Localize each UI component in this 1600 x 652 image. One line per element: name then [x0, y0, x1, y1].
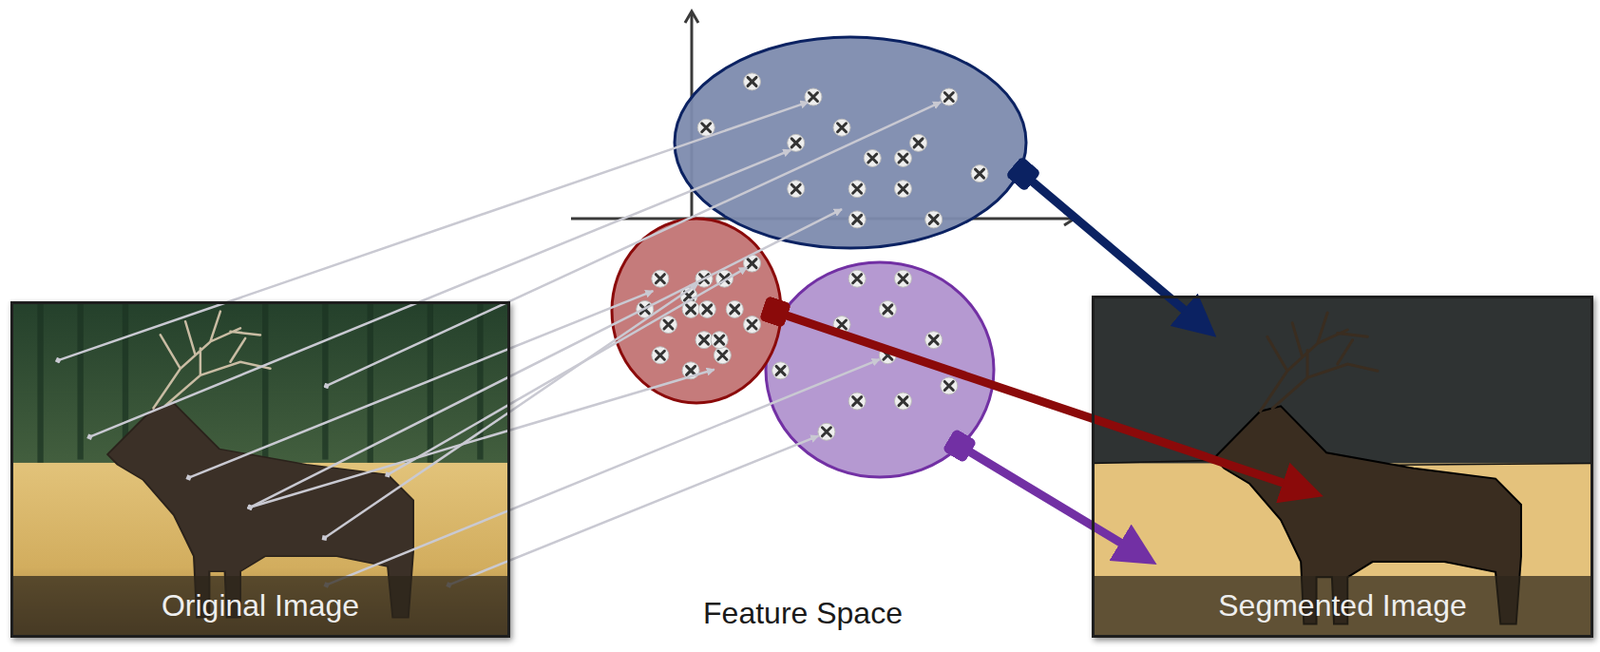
feature-point	[818, 422, 836, 440]
image-panel: Segmented Image	[1091, 295, 1594, 638]
feature-point	[695, 331, 713, 349]
feature-point	[848, 392, 866, 410]
feature-point	[894, 269, 912, 287]
feature-point	[698, 300, 716, 318]
feature-point	[651, 346, 669, 364]
feature-point	[971, 165, 989, 183]
pixel-leader	[324, 284, 699, 538]
feature-point	[697, 118, 715, 136]
pixel-leader	[326, 101, 942, 386]
feature-points	[636, 73, 989, 440]
feature-point	[863, 149, 881, 167]
pixel-leader	[387, 266, 747, 475]
feature-point	[743, 316, 762, 334]
feature-point	[894, 180, 912, 198]
feature-point	[910, 133, 928, 152]
feature-point	[940, 88, 958, 106]
feature-point	[651, 269, 669, 287]
feature-point	[848, 210, 866, 229]
cluster-arrows	[775, 173, 1312, 558]
pixel-leader	[449, 436, 820, 586]
feature-point	[743, 73, 762, 91]
feature-point	[787, 180, 805, 198]
pixel-leaders	[57, 101, 941, 585]
feature-point	[940, 377, 958, 395]
feature-point	[713, 346, 731, 364]
pixel-leader	[57, 101, 808, 361]
feature-point	[878, 300, 896, 318]
feature-point	[710, 331, 728, 349]
panel-caption: Segmented Image	[1094, 575, 1591, 635]
feature-point	[833, 118, 851, 136]
feature-point	[894, 392, 912, 410]
panel-caption: Original Image	[13, 575, 508, 635]
feature-point	[925, 210, 943, 229]
feature-point	[925, 331, 943, 349]
feature-point	[659, 316, 677, 334]
feature-point	[848, 269, 866, 287]
feature-point	[772, 361, 790, 380]
image-panel: Original Image	[10, 301, 511, 638]
pixel-leader	[249, 369, 715, 508]
panel-title: Feature Space	[703, 595, 903, 631]
feature-point	[725, 300, 743, 318]
feature-point	[894, 149, 912, 167]
pixel-leader	[326, 359, 880, 585]
feature-point	[787, 133, 805, 152]
pixel-leader	[189, 290, 654, 478]
segmented-photo	[1091, 295, 1594, 638]
feature-point	[848, 180, 866, 198]
